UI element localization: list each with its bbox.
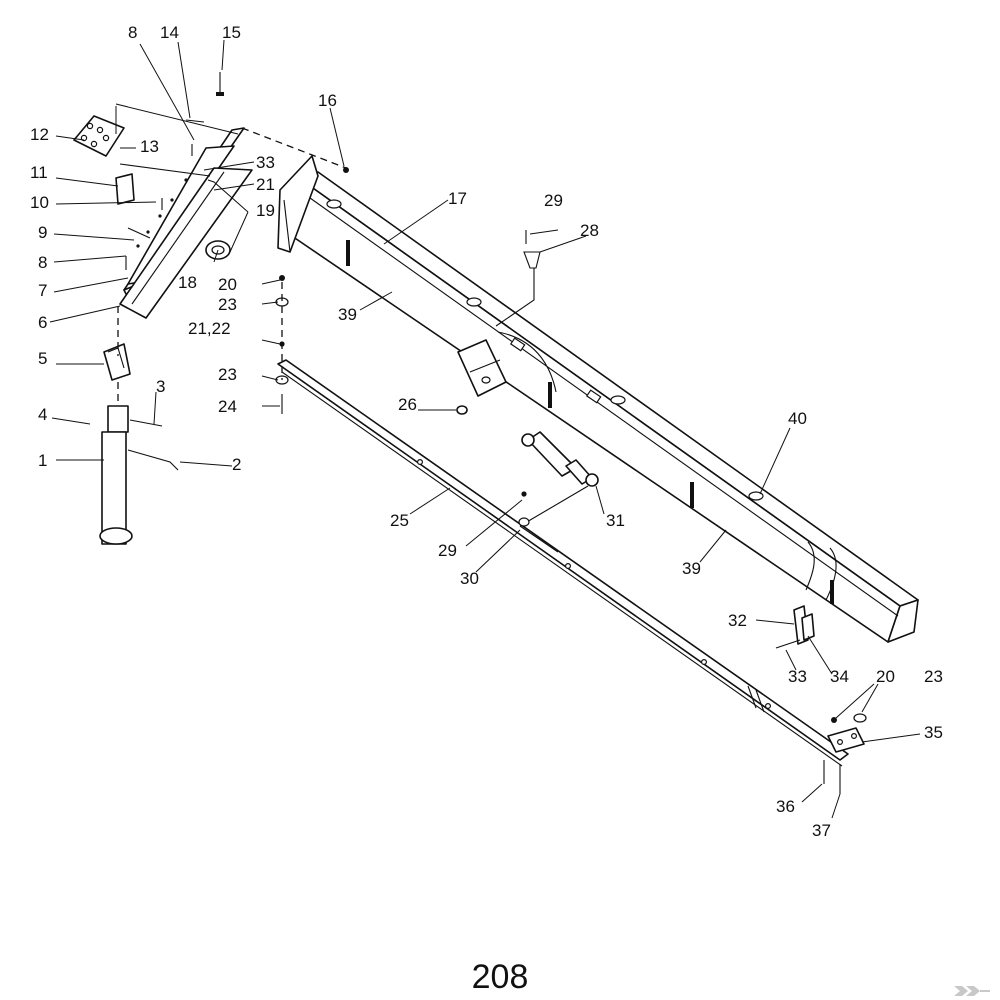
assembly-lines: [115, 103, 347, 404]
tube-flange-plate: [277, 155, 319, 253]
callout-2: 2: [232, 455, 241, 474]
callout-15: 15: [222, 23, 241, 42]
callout-23-c: 23: [924, 667, 943, 686]
callout-37: 37: [812, 821, 831, 840]
callout-5: 5: [38, 349, 47, 368]
callout-10: 10: [30, 193, 49, 212]
hydraulic-cylinder: [519, 431, 599, 553]
callout-33-lower: 33: [788, 667, 807, 686]
callout-18: 18: [178, 273, 197, 292]
callout-23-a: 23: [218, 295, 237, 314]
callout-9: 9: [38, 223, 47, 242]
callout-24: 24: [218, 397, 237, 416]
tension-bar: [277, 359, 849, 767]
callout-39-left: 39: [338, 305, 357, 324]
callout-4: 4: [38, 405, 47, 424]
callout-31: 31: [606, 511, 625, 530]
callout-14: 14: [160, 23, 179, 42]
center-bracket: [457, 339, 507, 397]
callout-1: 1: [38, 451, 47, 470]
callout-26: 26: [398, 395, 417, 414]
spacer-block: [115, 173, 135, 205]
callout-13: 13: [140, 137, 159, 156]
callout-11: 11: [30, 163, 48, 182]
callout-12: 12: [30, 125, 49, 144]
main-drawbar-tube: [285, 171, 919, 643]
callout-labels: 1 2 3 4 5 6 7 8 8 9 10 11 12 13 14 15 16…: [30, 23, 943, 840]
callout-28: 28: [580, 221, 599, 240]
callout-6: 6: [38, 313, 47, 332]
callout-20-lower: 20: [876, 667, 895, 686]
callout-19: 19: [256, 201, 275, 220]
end-plate: [827, 727, 865, 753]
callout-7: 7: [38, 281, 47, 300]
clamp-brackets: [793, 605, 815, 645]
callout-29-lower: 29: [438, 541, 457, 560]
callout-8-upper: 8: [128, 23, 137, 42]
callout-16: 16: [318, 91, 337, 110]
page-number: 208: [471, 958, 529, 996]
callout-39-right: 39: [682, 559, 701, 578]
leader-lines: [49, 39, 921, 819]
callout-35: 35: [924, 723, 943, 742]
callout-17: 17: [448, 189, 467, 208]
callout-29-upper: 29: [544, 191, 563, 210]
callout-8-lower: 8: [38, 253, 47, 272]
callout-25: 25: [390, 511, 409, 530]
callout-30: 30: [460, 569, 479, 588]
callout-21-22: 21,22: [188, 319, 231, 338]
callout-23-b: 23: [218, 365, 237, 384]
callout-40: 40: [788, 409, 807, 428]
callout-33-upper: 33: [256, 153, 275, 172]
fastener-group: [125, 72, 867, 794]
callout-21: 21: [256, 175, 275, 194]
callout-36: 36: [776, 797, 795, 816]
callout-3: 3: [156, 377, 165, 396]
mounting-plate: [73, 115, 125, 157]
jack-stand: [99, 343, 179, 545]
callout-34: 34: [830, 667, 849, 686]
callout-32: 32: [728, 611, 747, 630]
corner-logo-icon: [954, 986, 990, 996]
callout-20-upper: 20: [218, 275, 237, 294]
